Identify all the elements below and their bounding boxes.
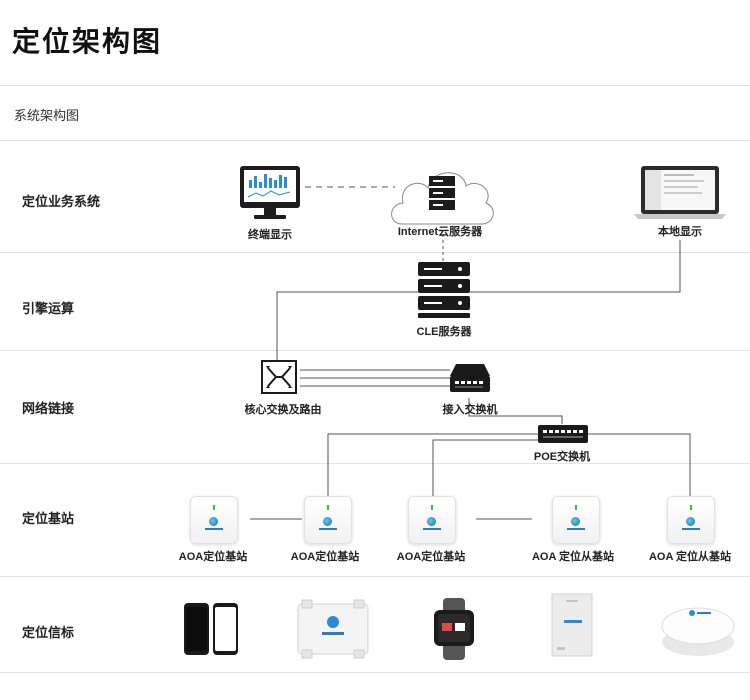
label-base-station: AOA定位基站: [396, 551, 466, 563]
label-poe-switch: POE交换机: [533, 451, 591, 463]
label-local-display: 本地显示: [658, 226, 702, 238]
cloud-server-icon: [391, 172, 494, 225]
label-base-station: AOA定位基站: [290, 551, 360, 563]
round-beacon-icon: [661, 607, 735, 656]
label-terminal-display: 终端显示: [248, 229, 292, 241]
label-slave-station: AOA 定位从基站: [648, 551, 732, 563]
monitor-chart-icon: [240, 166, 300, 219]
ap-device-icon: [552, 496, 600, 544]
link-poe-ap5: [588, 433, 691, 496]
page-title: 定位架构图: [12, 26, 163, 57]
poe-switch-icon: [538, 425, 588, 443]
server-rack-icon: [418, 262, 470, 318]
network-switch-icon: [450, 364, 490, 392]
row-label-network: 网络链接: [22, 401, 75, 416]
ap-device-icon: [667, 496, 715, 544]
row-label-beacon: 定位信标: [22, 625, 75, 640]
connection-lines: [250, 186, 691, 520]
divider: [0, 140, 750, 141]
ap-device-icon: [304, 496, 352, 544]
label-base-station: AOA定位基站: [178, 551, 248, 563]
link-access-poe: [468, 398, 563, 424]
link-poe-ap3: [432, 439, 538, 496]
asset-tag-icon: [297, 599, 369, 659]
row-label-engine: 引擎运算: [22, 301, 75, 316]
row-label-station: 定位基站: [22, 511, 75, 526]
link-cle-local: [470, 240, 681, 293]
row-label-business: 定位业务系统: [22, 194, 101, 209]
divider: [0, 252, 750, 253]
divider: [0, 576, 750, 577]
ap-device-icon: [190, 496, 238, 544]
divider: [0, 350, 750, 351]
section-title: 系统架构图: [14, 108, 80, 123]
ap-device-icon: [408, 496, 456, 544]
router-switch-icon: [261, 360, 297, 394]
divider: [0, 85, 750, 86]
badge-card-icon: [551, 593, 593, 657]
label-core-switch: 核心交换及路由: [244, 404, 322, 416]
link-cle-core: [276, 291, 418, 362]
divider: [0, 672, 750, 673]
smartphone-icon: [184, 603, 238, 655]
label-internet-server: Internet云服务器: [397, 226, 483, 238]
label-cle-server: CLE服务器: [416, 326, 472, 338]
divider: [0, 463, 750, 464]
smartwatch-icon: [434, 598, 474, 660]
laptop-icon: [634, 166, 726, 219]
label-slave-station: AOA 定位从基站: [531, 551, 615, 563]
link-poe-ap2: [327, 433, 538, 496]
label-access-switch: 接入交换机: [442, 404, 498, 416]
